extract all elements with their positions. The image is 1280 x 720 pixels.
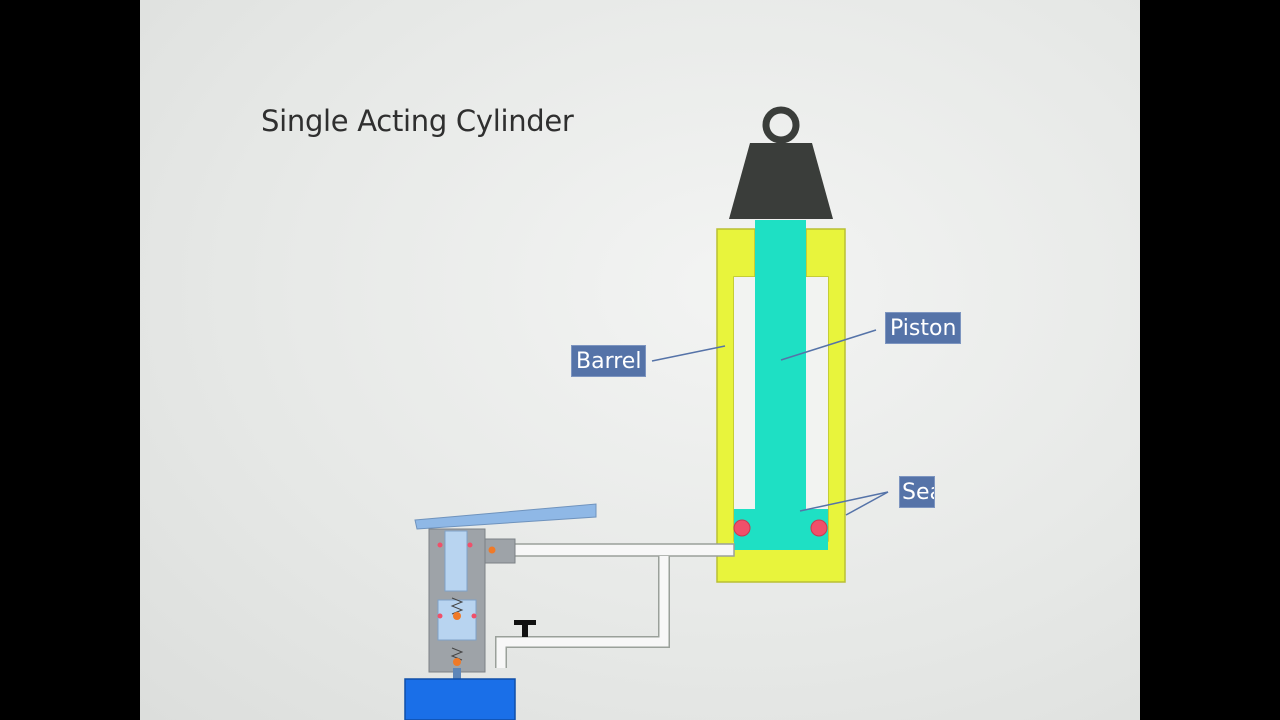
hydraulic-diagram	[404, 106, 889, 720]
piston	[733, 220, 828, 550]
barrel-label: Barrel	[571, 345, 647, 377]
pump-seal-right	[471, 613, 477, 619]
seal-right	[810, 519, 828, 537]
seal-leader-2	[845, 491, 889, 516]
pump-spring-upper	[450, 597, 464, 615]
seal-leader-1	[799, 491, 889, 512]
oil-reservoir	[404, 678, 516, 720]
weight-body	[729, 143, 833, 219]
pump-handle	[414, 503, 597, 530]
plunger-seal-left	[437, 542, 443, 548]
check-ball-upper	[453, 612, 461, 620]
check-ball-outlet	[488, 546, 496, 554]
return-pipe-outline	[495, 556, 670, 668]
pressure-pipe	[511, 543, 735, 557]
leader-lines	[651, 329, 889, 516]
piston-rod	[755, 220, 806, 510]
pump-plunger	[444, 530, 468, 592]
return-pipe	[496, 556, 669, 668]
diagram-title: Single Acting Cylinder	[261, 104, 574, 138]
check-ball-lower	[453, 658, 461, 666]
release-valve-stem	[522, 625, 528, 637]
release-valve-handle	[514, 620, 536, 625]
plunger-seal-right	[467, 542, 473, 548]
piston-label: Piston	[885, 312, 962, 344]
pipes	[495, 543, 735, 668]
barrel-leader	[651, 345, 726, 362]
weight-ring	[762, 106, 800, 144]
pump-seal-left	[437, 613, 443, 619]
seal-label: Seal	[899, 476, 935, 508]
hand-pump	[414, 503, 597, 690]
piston-leader	[780, 329, 877, 361]
weight	[729, 106, 833, 219]
seal-left	[733, 519, 751, 537]
diagram-canvas: Single Acting Cylinder	[140, 0, 1140, 720]
